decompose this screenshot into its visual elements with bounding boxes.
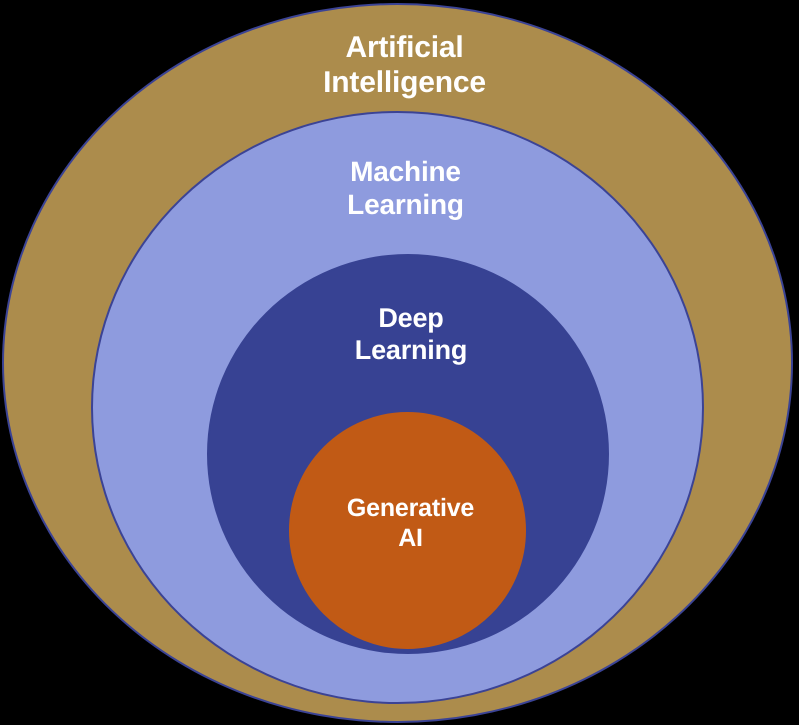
- label-deep-learning: Deep Learning: [354, 303, 468, 365]
- circle-generative-ai: Generative AI: [289, 412, 526, 649]
- label-artificial-intelligence: Artificial Intelligence: [323, 31, 486, 100]
- label-generative-ai: Generative AI: [346, 494, 475, 552]
